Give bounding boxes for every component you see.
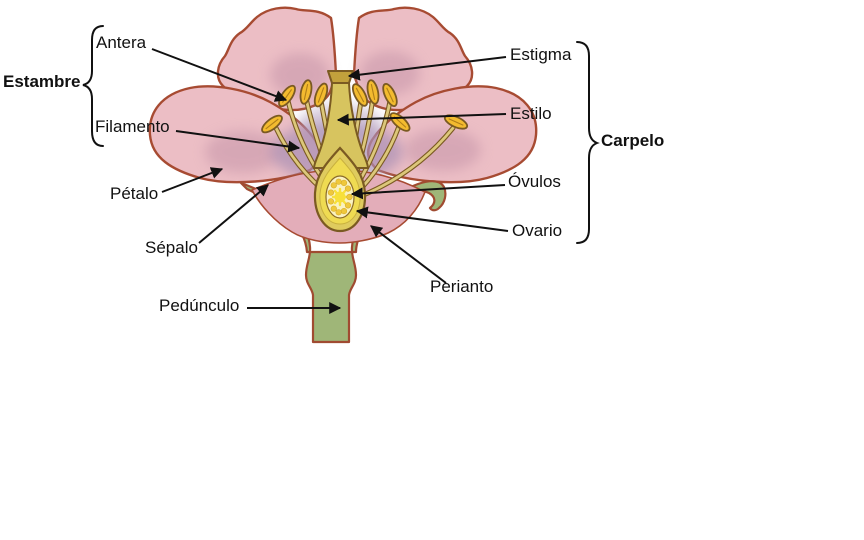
label-sepalo: Sépalo xyxy=(145,238,198,257)
petal-blotch xyxy=(205,131,281,173)
brace-estambre xyxy=(82,25,104,147)
arrow-estigma xyxy=(347,56,507,81)
label-ovario: Ovario xyxy=(512,221,563,240)
arrow-ovario xyxy=(355,206,509,232)
label-petalo: Pétalo xyxy=(110,184,159,203)
label-estigma: Estigma xyxy=(510,45,572,64)
arrow-ovulos xyxy=(350,184,506,200)
arrow-perianto xyxy=(370,225,447,284)
arrow-petalo xyxy=(161,167,224,193)
stigma-cap xyxy=(327,70,354,84)
arrow-sepalo xyxy=(198,184,269,244)
label-ovulos: Óvulos xyxy=(508,172,561,191)
ovules xyxy=(327,178,353,216)
label-pedunculo: Pedúnculo xyxy=(159,296,240,315)
ovule-center-burst xyxy=(331,187,349,207)
arrow-filamento xyxy=(175,130,301,153)
label-estilo: Estilo xyxy=(510,104,552,123)
label-carpelo: Carpelo xyxy=(601,131,665,150)
label-filamento: Filamento xyxy=(95,117,170,136)
label-antera: Antera xyxy=(96,33,147,52)
label-estambre: Estambre xyxy=(3,72,81,91)
arrow-antera xyxy=(151,48,288,102)
label-perianto: Perianto xyxy=(430,277,494,296)
petal-blotch xyxy=(270,53,330,97)
brace-carpelo xyxy=(576,41,600,244)
arrow-estilo xyxy=(336,113,507,126)
